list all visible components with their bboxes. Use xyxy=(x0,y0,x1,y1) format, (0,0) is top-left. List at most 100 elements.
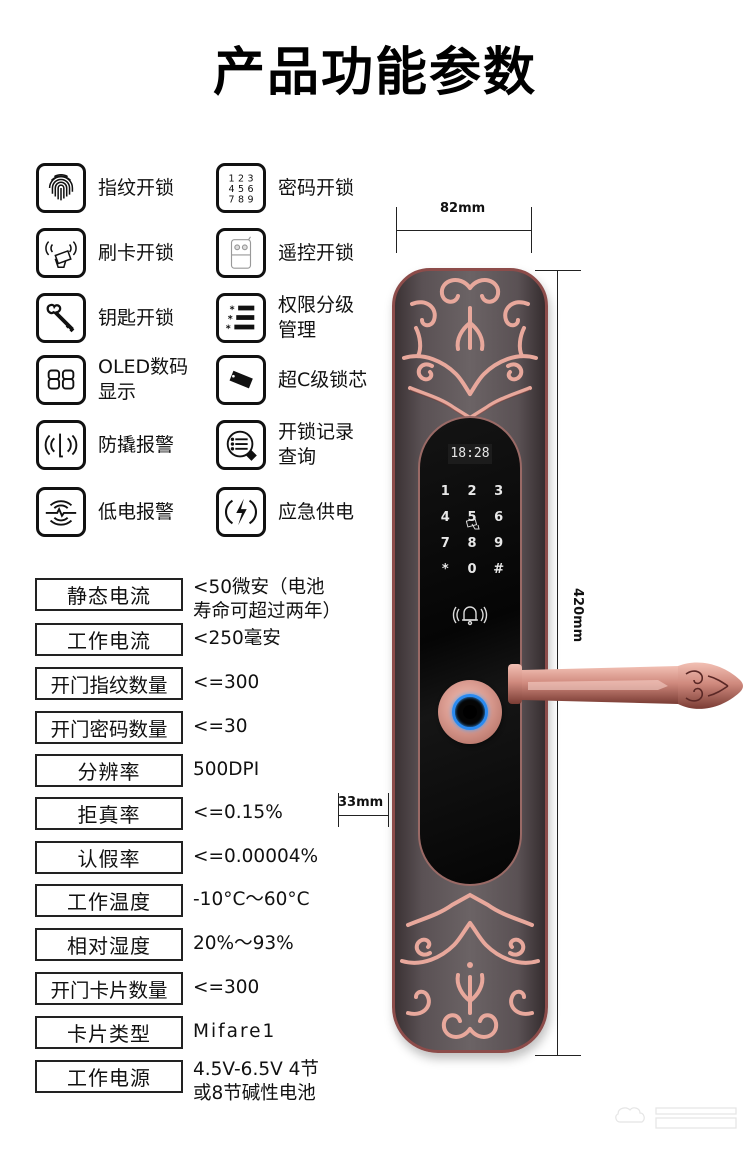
feature-low-battery-alarm: 低电报警 xyxy=(36,487,174,537)
keypad-key-0[interactable]: 0 xyxy=(467,562,477,577)
dimension-line-height xyxy=(557,270,558,1056)
spec-key: 相对湿度 xyxy=(35,928,183,961)
low-battery-alarm-icon xyxy=(36,487,86,537)
spec-value: <250毫安 xyxy=(193,628,281,649)
spec-key: 开门卡片数量 xyxy=(35,972,183,1005)
feature-label: 刷卡开锁 xyxy=(98,241,175,264)
keypad-key-hash[interactable]: # xyxy=(493,562,505,577)
spec-key: 认假率 xyxy=(35,841,183,874)
spec-value: 20%～93% xyxy=(193,933,294,954)
svg-text:8: 8 xyxy=(238,194,244,205)
dimension-tick xyxy=(535,270,581,271)
spec-row-resolution: 分辨率 500DPI xyxy=(35,754,259,787)
keypad-key-star[interactable]: * xyxy=(441,562,449,577)
spec-row-fingerprint-capacity: 开门指纹数量 <=300 xyxy=(35,667,259,700)
remote-control-icon xyxy=(216,228,266,278)
keypad-key-6[interactable]: 6 xyxy=(494,510,504,525)
svg-text:*: * xyxy=(230,304,235,315)
spec-value: 500DPI xyxy=(193,759,260,780)
keypad-key-1[interactable]: 1 xyxy=(440,484,450,499)
dimension-height-label: 420mm xyxy=(570,588,585,643)
spec-key: 开门密码数量 xyxy=(35,711,183,744)
spec-row-relative-humidity: 相对湿度 20%～93% xyxy=(35,928,294,961)
spec-value: -10°C～60°C xyxy=(193,889,310,910)
spec-row-power-supply: 工作电源 4.5V-6.5V 4节 或8节碱性电池 xyxy=(35,1059,319,1106)
keypad-key-8[interactable]: 8 xyxy=(467,536,477,551)
tamper-alarm-icon xyxy=(36,420,86,470)
permission-list-icon: * * * xyxy=(216,293,266,343)
dimension-tick xyxy=(388,793,389,827)
feature-label: 低电报警 xyxy=(98,500,175,523)
feature-label: 遥控开锁 xyxy=(278,241,355,264)
spec-key: 拒真率 xyxy=(35,797,183,830)
feature-label: 应急供电 xyxy=(278,500,355,523)
oled-display-icon xyxy=(36,355,86,405)
svg-text:1: 1 xyxy=(228,173,234,184)
spec-key: 工作电源 xyxy=(35,1060,183,1093)
feature-label: 指纹开锁 xyxy=(98,176,175,199)
feature-remote-unlock: 遥控开锁 xyxy=(216,228,354,278)
dimension-offset-label: 33mm xyxy=(338,795,384,810)
spec-key: 静态电流 xyxy=(35,578,183,611)
dimension-tick xyxy=(535,1055,581,1056)
feature-label: OLED数码 显示 xyxy=(98,356,189,403)
spec-key: 分辨率 xyxy=(35,754,183,787)
spec-value: <=0.00004% xyxy=(193,846,319,867)
spec-row-false-acceptance-rate: 认假率 <=0.00004% xyxy=(35,841,318,874)
touch-panel: 18:28 1 2 3 4 5 6 7 8 9 * 0 # xyxy=(418,416,522,886)
spec-value: <=0.15% xyxy=(193,802,283,823)
feature-label: 密码开锁 xyxy=(278,176,355,199)
svg-text:9: 9 xyxy=(247,194,253,205)
key-icon xyxy=(36,293,86,343)
spec-row-standby-current: 静态电流 <50微安（电池 寿命可超过两年） xyxy=(35,577,341,624)
spec-row-password-capacity: 开门密码数量 <=30 xyxy=(35,711,248,744)
feature-label: 超C级锁芯 xyxy=(278,368,368,391)
feature-super-c-lock-core: 超C级锁芯 xyxy=(216,355,367,405)
feature-unlock-records: 开锁记录 查询 xyxy=(216,420,354,470)
svg-text:5: 5 xyxy=(238,184,244,195)
feature-key-unlock: 钥匙开锁 xyxy=(36,293,174,343)
feature-label: 权限分级 管理 xyxy=(278,294,355,341)
keypad-key-3[interactable]: 3 xyxy=(494,484,504,499)
spec-value: Mifare1 xyxy=(193,1021,277,1042)
dimension-tick xyxy=(338,793,339,827)
touch-keypad: 1 2 3 4 5 6 7 8 9 * 0 # xyxy=(432,484,512,578)
keypad-key-7[interactable]: 7 xyxy=(440,536,450,551)
spec-key: 开门指纹数量 xyxy=(35,667,183,700)
spec-value: 4.5V-6.5V 4节 或8节碱性电池 xyxy=(193,1059,319,1104)
spec-key: 工作电流 xyxy=(35,623,183,656)
page-title: 产品功能参数 xyxy=(212,43,537,103)
spec-key: 卡片类型 xyxy=(35,1016,183,1049)
feature-fingerprint-unlock: 指纹开锁 xyxy=(36,163,174,213)
keypad-key-9[interactable]: 9 xyxy=(494,536,504,551)
lock-handle-icon[interactable] xyxy=(508,660,744,712)
ornament-bottom-icon xyxy=(400,892,540,1039)
svg-text:7: 7 xyxy=(228,194,234,205)
feature-card-unlock: 刷卡开锁 xyxy=(36,228,174,278)
smart-lock-product-image: 18:28 1 2 3 4 5 6 7 8 9 * 0 # xyxy=(392,268,548,1053)
fingerprint-icon xyxy=(36,163,86,213)
spec-row-false-rejection-rate: 拒真率 <=0.15% xyxy=(35,797,283,830)
spec-value: <=30 xyxy=(193,716,248,737)
feature-label: 防撬报警 xyxy=(98,433,175,456)
dimension-width-label: 82mm xyxy=(440,201,486,216)
spec-value: <50微安（电池 寿命可超过两年） xyxy=(193,577,342,622)
keypad-key-2[interactable]: 2 xyxy=(467,484,477,499)
feature-emergency-power: 应急供电 xyxy=(216,487,354,537)
spec-value: <=300 xyxy=(193,672,260,693)
svg-text:*: * xyxy=(226,323,231,334)
lock-core-icon xyxy=(216,355,266,405)
spec-row-card-type: 卡片类型 Mifare1 xyxy=(35,1016,276,1049)
feature-label: 开锁记录 查询 xyxy=(278,421,355,468)
feature-tamper-alarm: 防撬报警 xyxy=(36,420,174,470)
keypad-key-4[interactable]: 4 xyxy=(440,510,450,525)
svg-text:*: * xyxy=(228,314,233,325)
keypad-key-5[interactable]: 5 xyxy=(467,510,477,525)
doorbell-icon[interactable] xyxy=(452,602,488,626)
fingerprint-sensor[interactable] xyxy=(452,694,488,730)
dimension-line-width xyxy=(396,230,532,231)
fingerprint-sensor-knob[interactable] xyxy=(438,680,502,744)
emergency-power-icon xyxy=(216,487,266,537)
fingerprint-sensor-center xyxy=(463,705,477,719)
spec-key: 工作温度 xyxy=(35,884,183,917)
